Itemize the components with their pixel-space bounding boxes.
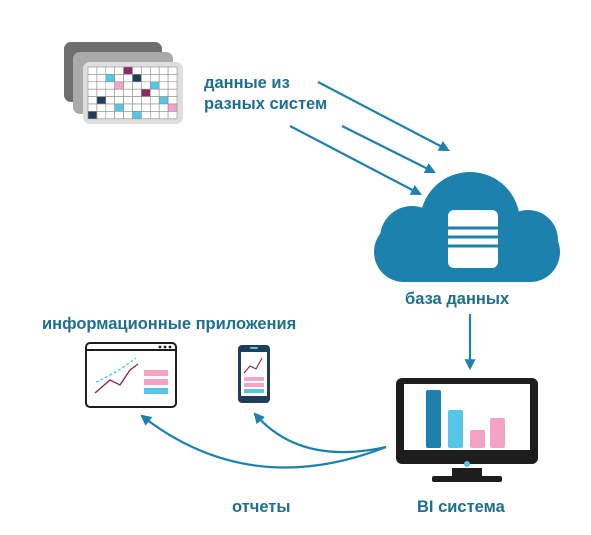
bi-system-label: BI система [417, 498, 505, 516]
report-arrows [140, 412, 387, 469]
sheet-cell [105, 88, 116, 97]
sheet-cell [105, 96, 116, 105]
sheet-cell [123, 81, 133, 90]
sheet-cell [87, 96, 98, 105]
reports-label: отчеты [232, 498, 291, 516]
sheet-cell [105, 74, 116, 83]
sheet-cell [132, 111, 142, 120]
sheet-cell [167, 111, 178, 120]
sheet-cell [114, 103, 124, 112]
flow-arrow [341, 125, 436, 173]
sheet-cell [114, 81, 124, 90]
sheet-cell [96, 88, 107, 97]
sheet-cell [114, 111, 124, 120]
sheet-cell [123, 96, 133, 105]
sheet-cell [87, 66, 98, 75]
sheet-cell [87, 74, 98, 83]
sheet-cell [114, 66, 124, 75]
sheet-cell [87, 88, 98, 97]
sheet-cell [96, 103, 107, 112]
report-arrow-phone [253, 412, 387, 454]
sheet-cell [150, 66, 160, 75]
sheet-cell [114, 74, 124, 83]
monitor-bar-chart-icon [396, 378, 538, 482]
sheet-cell [87, 103, 98, 112]
sheet-cell [96, 74, 107, 83]
sheet-cell [158, 81, 169, 90]
sheet-cell [132, 96, 142, 105]
sheet-cell [150, 111, 160, 120]
sheet-cell [141, 74, 151, 83]
sheet-cell [158, 88, 169, 97]
sheet-cell [132, 88, 142, 97]
data-flow-arrows [289, 81, 450, 196]
sheet-cell [123, 88, 133, 97]
stacked-spreadsheets-icon [64, 42, 183, 124]
sheet-cell [141, 88, 151, 97]
sheet-cell [150, 103, 160, 112]
sheet-cell [105, 66, 116, 75]
flow-arrow [317, 81, 450, 152]
sources-label-line2: разных систем [204, 95, 328, 113]
sheet-cell [87, 111, 98, 120]
smartphone-chart-icon [238, 345, 270, 403]
sheet-cell [105, 81, 116, 90]
sheet-cell [158, 96, 169, 105]
sheet-cell [141, 96, 151, 105]
sheet-cell [123, 103, 133, 112]
info-apps-label: информационные приложения [42, 315, 297, 333]
sheet-cell [132, 66, 142, 75]
sheet-cell [150, 88, 160, 97]
sheet-cell [123, 111, 133, 120]
sheet-cell [105, 103, 116, 112]
sheet-cell [123, 74, 133, 83]
report-arrow-browser [140, 414, 387, 469]
sheet-cell [87, 81, 98, 90]
sheet-cell [96, 66, 107, 75]
sheet-cell [96, 111, 107, 120]
sheet-cell [132, 103, 142, 112]
sheet-cell [167, 96, 178, 105]
sheet-cell [141, 81, 151, 90]
sheet-cell [96, 81, 107, 90]
sheet-cell [150, 74, 160, 83]
sheet-cell [167, 74, 178, 83]
sheet-cell [167, 88, 178, 97]
sources-label: данные из разных систем [204, 73, 327, 115]
sheet-cell [114, 88, 124, 97]
cloud-database-icon [374, 172, 560, 282]
database-label: база данных [405, 290, 510, 308]
sheet-cell [167, 81, 178, 90]
sheet-cell [132, 81, 142, 90]
sheet-cell [158, 74, 169, 83]
sheet-cell [123, 66, 133, 75]
flow-arrow [289, 125, 422, 196]
sheet-cell [158, 111, 169, 120]
sheet-cell [167, 66, 178, 75]
sheet-cell [167, 103, 178, 112]
sheet-cell [158, 103, 169, 112]
sheet-cell [132, 74, 142, 83]
sources-label-line1: данные из [204, 74, 290, 92]
sheet-cell [141, 111, 151, 120]
sheet-cell [105, 111, 116, 120]
sheet-cell [141, 103, 151, 112]
sheet-cell [150, 81, 160, 90]
sheet-cell [96, 96, 107, 105]
sheet-cell [158, 66, 169, 75]
sheet-cell [141, 66, 151, 75]
browser-window-chart-icon [85, 342, 177, 408]
sheet-cell [150, 96, 160, 105]
sheet-cell [114, 96, 124, 105]
